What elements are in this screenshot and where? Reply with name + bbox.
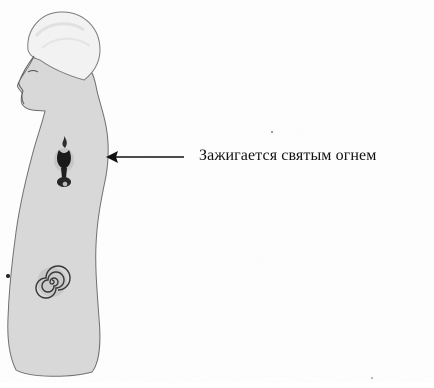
scan-speck (371, 377, 373, 379)
annotation-label: Зажигается святым огнем (199, 147, 376, 165)
scan-speck (271, 131, 273, 133)
